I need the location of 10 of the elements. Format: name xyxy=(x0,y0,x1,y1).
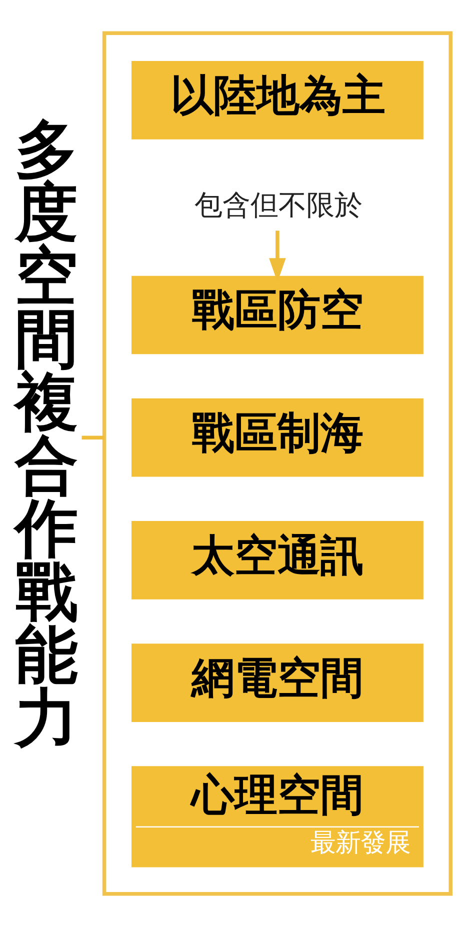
connector xyxy=(82,435,104,439)
node-text: 包含但不限於 xyxy=(194,188,363,222)
node-box: 戰區防空 xyxy=(131,275,424,354)
cluster xyxy=(102,30,452,896)
node-box: 心理空間 最新發展 xyxy=(131,766,424,867)
node-box: 太空通訊 xyxy=(131,520,424,599)
node-box: 網電空間 xyxy=(131,643,424,722)
node-box: 以陸地為主 xyxy=(131,60,424,139)
node-box: 戰區制海 xyxy=(131,398,424,476)
node-text: 多度空間複合作戰能力 xyxy=(15,111,78,754)
